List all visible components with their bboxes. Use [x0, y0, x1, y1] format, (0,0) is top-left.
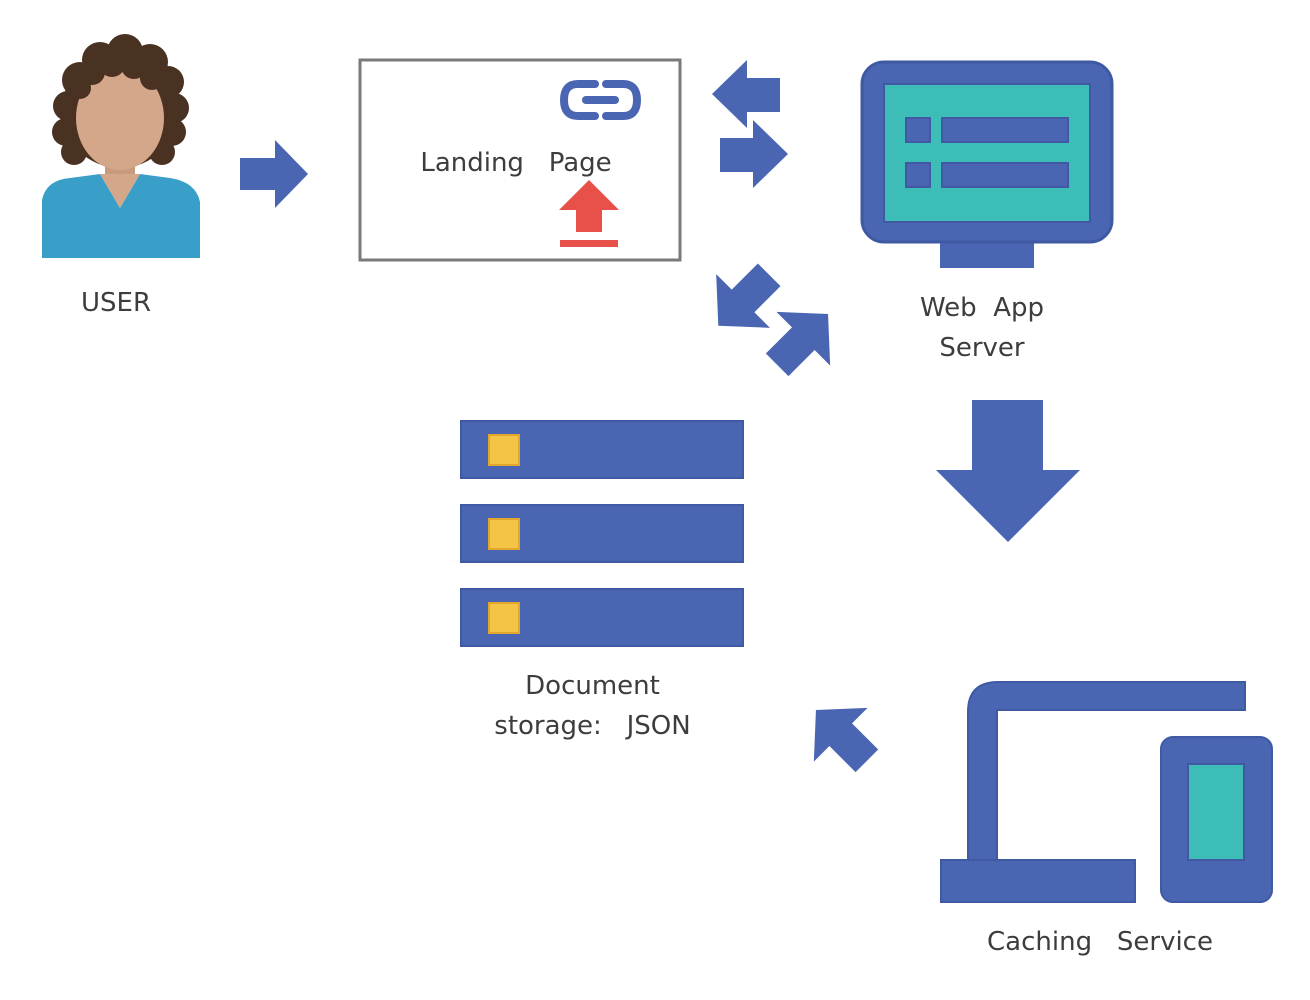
document-storage-label-line1: Document: [525, 671, 660, 701]
landing-page-label: Landing Page: [420, 148, 612, 178]
user-avatar-icon: [42, 34, 200, 258]
arrow-server-to-caching: [936, 400, 1080, 542]
link-icon: [559, 80, 642, 120]
caching-service-label: Caching Service: [987, 927, 1213, 957]
monitor-icon: [860, 60, 1114, 268]
phone-icon: [1160, 736, 1273, 903]
user-label: USER: [80, 288, 152, 318]
web-app-server-label-line2: Server: [939, 333, 1025, 363]
arrow-landing-to-server: [720, 120, 788, 188]
web-app-server-label-line1: Web App: [919, 293, 1044, 323]
laptop-icon: [940, 681, 1246, 903]
document-storage-label-line2: storage: JSON: [494, 711, 691, 741]
landing-page-frame: [358, 58, 682, 262]
arrow-user-to-landing: [240, 140, 308, 208]
arrow-caching-to-storage: [813, 707, 879, 773]
arrow-diagonal-up-right: [765, 311, 831, 377]
arrow-server-to-landing: [712, 60, 780, 128]
database-icon: [460, 420, 744, 647]
upload-icon: [559, 180, 619, 247]
arrow-diagonal-down-left: [716, 263, 781, 328]
